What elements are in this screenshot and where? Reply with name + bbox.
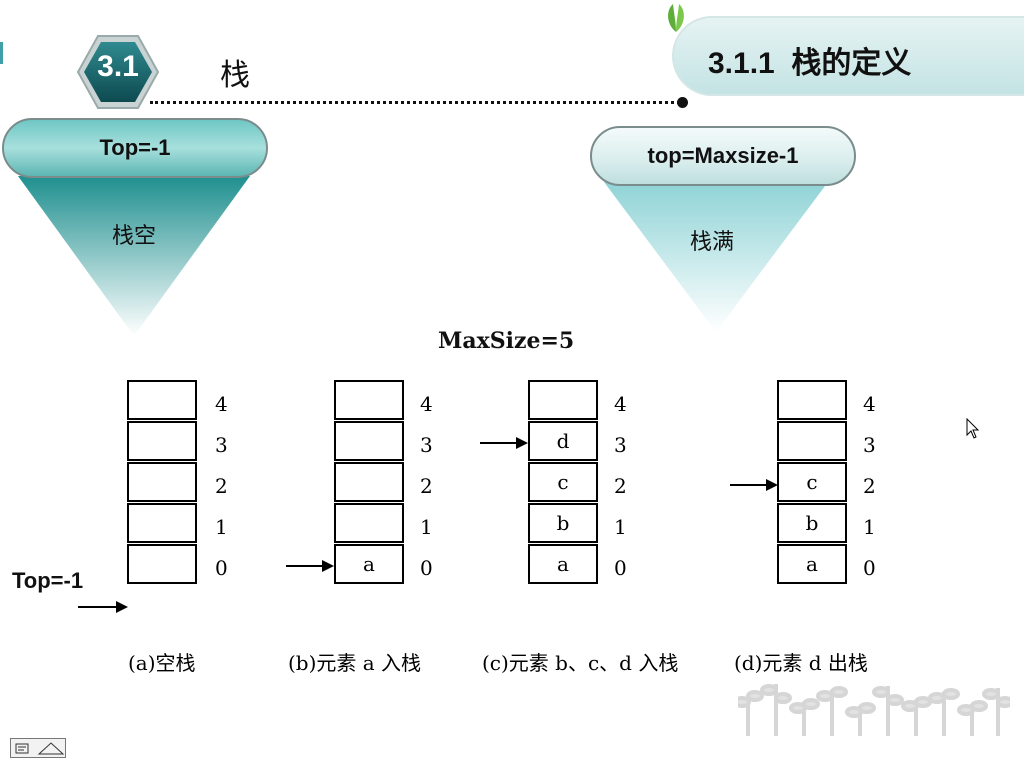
arrow-stack-b: [286, 560, 334, 572]
stack-index-label: 1: [614, 515, 627, 539]
section-hexagon-badge: [76, 35, 160, 109]
stack-index-label: 4: [420, 392, 433, 416]
section-title: 栈: [220, 58, 250, 93]
stack-caption: (c)元素 b、c、d 入栈: [482, 651, 679, 675]
stack-cell: b: [777, 503, 847, 543]
stack-index-label: 3: [420, 433, 433, 457]
stack-cell: b: [528, 503, 598, 543]
stack-cell: [127, 380, 197, 420]
slide-menu-icon: [15, 742, 65, 755]
stack-index-label: 4: [614, 392, 627, 416]
stack-index-label: 4: [215, 392, 228, 416]
left-funnel-label: Top=-1: [2, 118, 268, 178]
top-pointer-arrow: [78, 601, 128, 613]
right-funnel-caption: 栈满: [690, 230, 735, 255]
stack-index-label: 0: [215, 556, 228, 580]
stack-cell: [334, 380, 404, 420]
mouse-cursor-icon: [966, 418, 980, 439]
right-funnel-shape: [604, 182, 828, 332]
stack-index-label: 2: [215, 474, 228, 498]
stack-cell: [528, 380, 598, 420]
left-funnel-shape: [18, 176, 250, 336]
stack-cell: [334, 421, 404, 461]
right-funnel-label: top=Maxsize-1: [590, 126, 856, 186]
arrow-stack-d: [730, 479, 778, 491]
section-number: 3.1: [97, 50, 139, 83]
stack-caption: (b)元素 a 入栈: [288, 651, 422, 675]
stack-cell: d: [528, 421, 598, 461]
maxsize-label: MaxSize=5: [438, 328, 575, 354]
stack-index-label: 2: [420, 474, 433, 498]
stack-index-label: 3: [215, 433, 228, 457]
stack-index-label: 3: [863, 433, 876, 457]
subsection-title: 3.1.1 栈的定义: [708, 47, 912, 80]
stack-index-label: 1: [863, 515, 876, 539]
stack-index-label: 1: [215, 515, 228, 539]
subsection-pill: [672, 16, 1024, 96]
stack-cell: [334, 503, 404, 543]
stack-cell: [127, 462, 197, 502]
dotted-connector: [150, 101, 680, 104]
stack-index-label: 3: [614, 433, 627, 457]
stack-cell: [777, 421, 847, 461]
arrow-stack-c: [480, 437, 528, 449]
stack-cell: c: [777, 462, 847, 502]
stack-cell: a: [528, 544, 598, 584]
stack-cell: [334, 462, 404, 502]
stack-cell: a: [334, 544, 404, 584]
left-funnel-caption: 栈空: [112, 224, 157, 249]
stack-index-label: 0: [614, 556, 627, 580]
stack-index-label: 4: [863, 392, 876, 416]
stack-cell: [777, 380, 847, 420]
stack-cell: [127, 544, 197, 584]
slideshow-control-button[interactable]: [10, 738, 66, 758]
stack-cell: c: [528, 462, 598, 502]
connector-dot: [677, 97, 688, 108]
leaf-icon: [668, 4, 684, 32]
stack-index-label: 2: [614, 474, 627, 498]
stack-index-label: 2: [863, 474, 876, 498]
stack-index-label: 0: [863, 556, 876, 580]
sprouts-decoration: [738, 684, 1010, 736]
top-pointer-label: Top=-1: [12, 568, 84, 593]
stack-cell: [127, 503, 197, 543]
stack-index-label: 0: [420, 556, 433, 580]
stack-cell: a: [777, 544, 847, 584]
stack-caption: (d)元素 d 出栈: [734, 651, 868, 675]
stack-caption: (a)空栈: [128, 651, 196, 675]
left-edge-mark: [0, 42, 3, 64]
stack-index-label: 1: [420, 515, 433, 539]
stack-cell: [127, 421, 197, 461]
